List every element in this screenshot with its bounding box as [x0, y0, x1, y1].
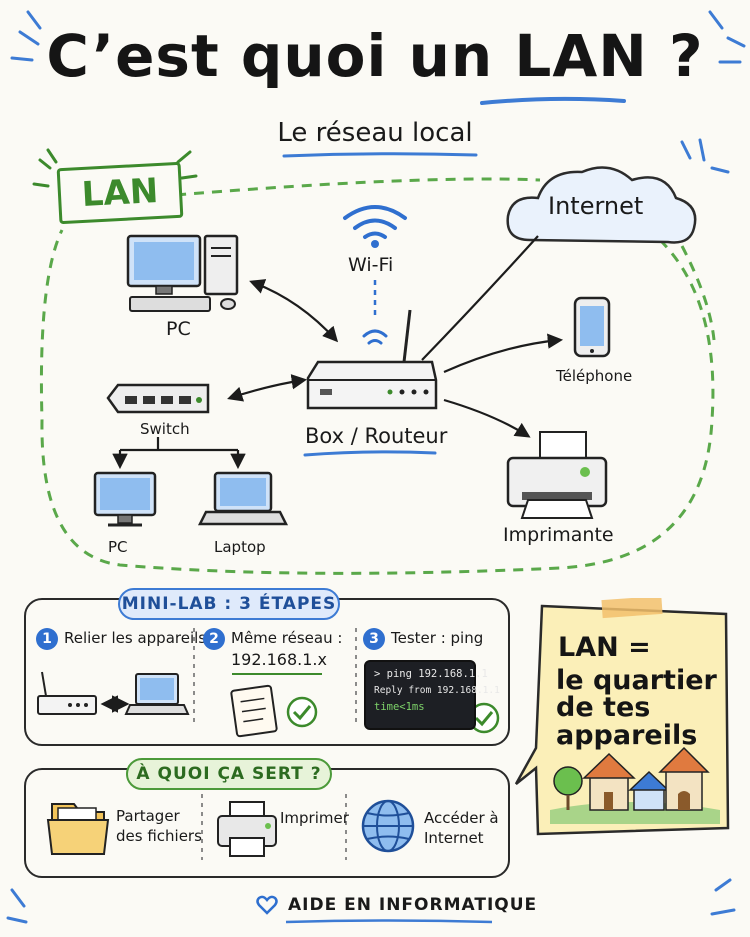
- note-line-4: appareils: [556, 720, 698, 751]
- lan-tag: LAN: [56, 161, 184, 225]
- terminal-window: > ping 192.168.1.1 Reply from 192.168.1.…: [364, 660, 500, 730]
- step-2-label: Même réseau :: [231, 629, 343, 647]
- pc-1-label: PC: [166, 318, 191, 340]
- globe-icon: [361, 799, 415, 853]
- step-3-label: Tester : ping: [391, 629, 484, 647]
- phone-label: Téléphone: [556, 367, 633, 385]
- terminal-line-2: Reply from 192.168.1.1: [374, 685, 500, 696]
- use-1-label-line2: des fichiers: [116, 827, 202, 845]
- minilab-illustrations: [37, 628, 500, 738]
- use-2-label: Imprimer: [280, 809, 349, 827]
- step-2-number: 2: [203, 628, 225, 650]
- uses-title: À QUOI ÇA SERT ?: [126, 758, 332, 790]
- sticky-note-bg: [514, 598, 730, 836]
- use-3-label-line1: Accéder à: [424, 809, 499, 827]
- printer-icon: [506, 431, 608, 519]
- heart-icon: [256, 895, 278, 915]
- terminal-line-3: time<1ms: [374, 701, 425, 713]
- laptop-icon: [197, 471, 289, 526]
- note-line-1: LAN =: [558, 632, 651, 663]
- step-1-label: Relier les appareils: [64, 629, 207, 647]
- footer-underline: [285, 919, 493, 924]
- note-line-3: de tes: [556, 692, 651, 723]
- houses-icon: [550, 746, 720, 824]
- pc-1-icon: [126, 234, 239, 312]
- page-subtitle: Le réseau local: [277, 118, 473, 148]
- wifi-label: Wi-Fi: [348, 254, 394, 276]
- wifi-icon: [343, 205, 407, 239]
- check-icon-2: [286, 696, 318, 728]
- switch-icon: [106, 383, 210, 414]
- internet-cloud-icon: [506, 166, 697, 244]
- footer-text: AIDE EN INFORMATIQUE: [288, 895, 538, 915]
- pc-2-label: PC: [108, 538, 128, 556]
- laptop-label: Laptop: [214, 538, 266, 556]
- mini-router-icon: [37, 671, 97, 715]
- router-icon: [306, 309, 438, 410]
- subtitle-underline: [282, 152, 478, 158]
- phone-icon: [573, 296, 611, 358]
- terminal-line-1: > ping 192.168.1.1: [374, 668, 488, 680]
- use-1-label-line1: Partager: [116, 807, 180, 825]
- note-line-2: le quartier: [556, 665, 717, 696]
- router-label: Box / Routeur: [305, 424, 448, 448]
- mini-laptop-icon: [124, 673, 190, 715]
- page-title: C’est quoi un LAN ?: [46, 22, 704, 90]
- uses-illustrations: [46, 794, 415, 860]
- step-3-number: 3: [363, 628, 385, 650]
- title-underline: [480, 96, 626, 105]
- internet-label: Internet: [548, 192, 644, 220]
- step-2-subnet: 192.168.1.x: [231, 650, 327, 669]
- pc-2-icon: [93, 471, 157, 527]
- step-1-number: 1: [36, 628, 58, 650]
- minilab-title: MINI-LAB : 3 ÉTAPES: [118, 588, 340, 620]
- folder-icon: [46, 803, 110, 855]
- lan-boundary: [39, 177, 715, 575]
- use-3-label-line2: Internet: [424, 829, 484, 847]
- switch-label: Switch: [140, 420, 190, 438]
- print-icon: [217, 801, 277, 857]
- clipboard-icon: [230, 684, 278, 738]
- printer-label: Imprimante: [503, 524, 614, 546]
